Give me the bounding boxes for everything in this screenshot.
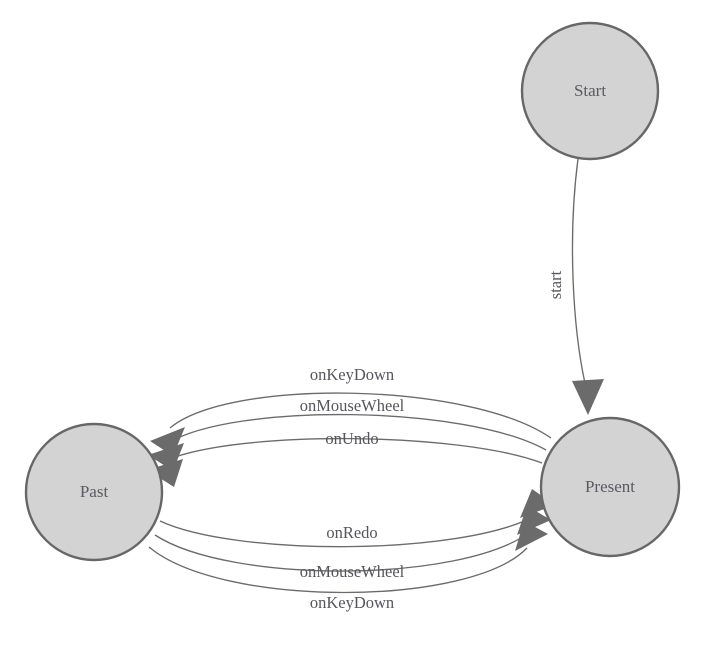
edge-past-to-present-onredo[interactable]: onRedo <box>159 489 555 548</box>
node-start[interactable]: Start <box>520 21 660 161</box>
edge-label-present-past-onundo: onUndo <box>325 429 378 448</box>
edge-label-past-present-onredo: onRedo <box>326 523 377 542</box>
node-past-circle <box>24 422 164 562</box>
node-present-circle <box>539 416 681 558</box>
edge-past-to-present-onkeydown-arrowhead <box>515 521 548 551</box>
edge-present-to-past-onmousewheel-path <box>167 413 547 451</box>
edge-label-start: start <box>546 270 565 299</box>
node-past-label: Past <box>80 482 109 501</box>
node-past[interactable]: Past <box>24 422 164 562</box>
edge-past-to-present-onkeydown[interactable]: onKeyDown <box>148 521 548 612</box>
edge-present-to-past-onkeydown[interactable]: onKeyDown <box>150 365 552 456</box>
edge-present-to-past-onkeydown-arrowhead <box>150 427 185 456</box>
edge-start-to-present[interactable]: start <box>546 158 604 415</box>
edge-present-to-past-onundo[interactable]: onUndo <box>147 429 543 487</box>
edge-past-to-present-onmousewheel-path <box>154 531 531 572</box>
edge-label-present-past-onmousewheel: onMouseWheel <box>300 396 405 415</box>
edge-present-to-past-onkeydown-path <box>169 392 552 439</box>
edge-past-to-present-onkeydown-path <box>148 546 528 594</box>
node-present[interactable]: Present <box>539 416 681 558</box>
edge-start-to-present-path <box>571 158 588 393</box>
node-start-circle <box>520 21 660 161</box>
node-start-label: Start <box>574 81 606 100</box>
edge-label-past-present-onmousewheel: onMouseWheel <box>300 562 405 581</box>
edge-label-present-past-onkeydown: onKeyDown <box>310 365 394 384</box>
edge-present-to-past-onundo-path <box>166 437 543 464</box>
edge-present-to-past-onundo-arrowhead <box>147 459 183 487</box>
edge-start-to-present-arrowhead <box>572 379 604 415</box>
node-present-label: Present <box>585 477 635 496</box>
edge-past-to-present-onredo-path <box>159 515 536 548</box>
edge-label-past-present-onkeydown: onKeyDown <box>310 593 394 612</box>
